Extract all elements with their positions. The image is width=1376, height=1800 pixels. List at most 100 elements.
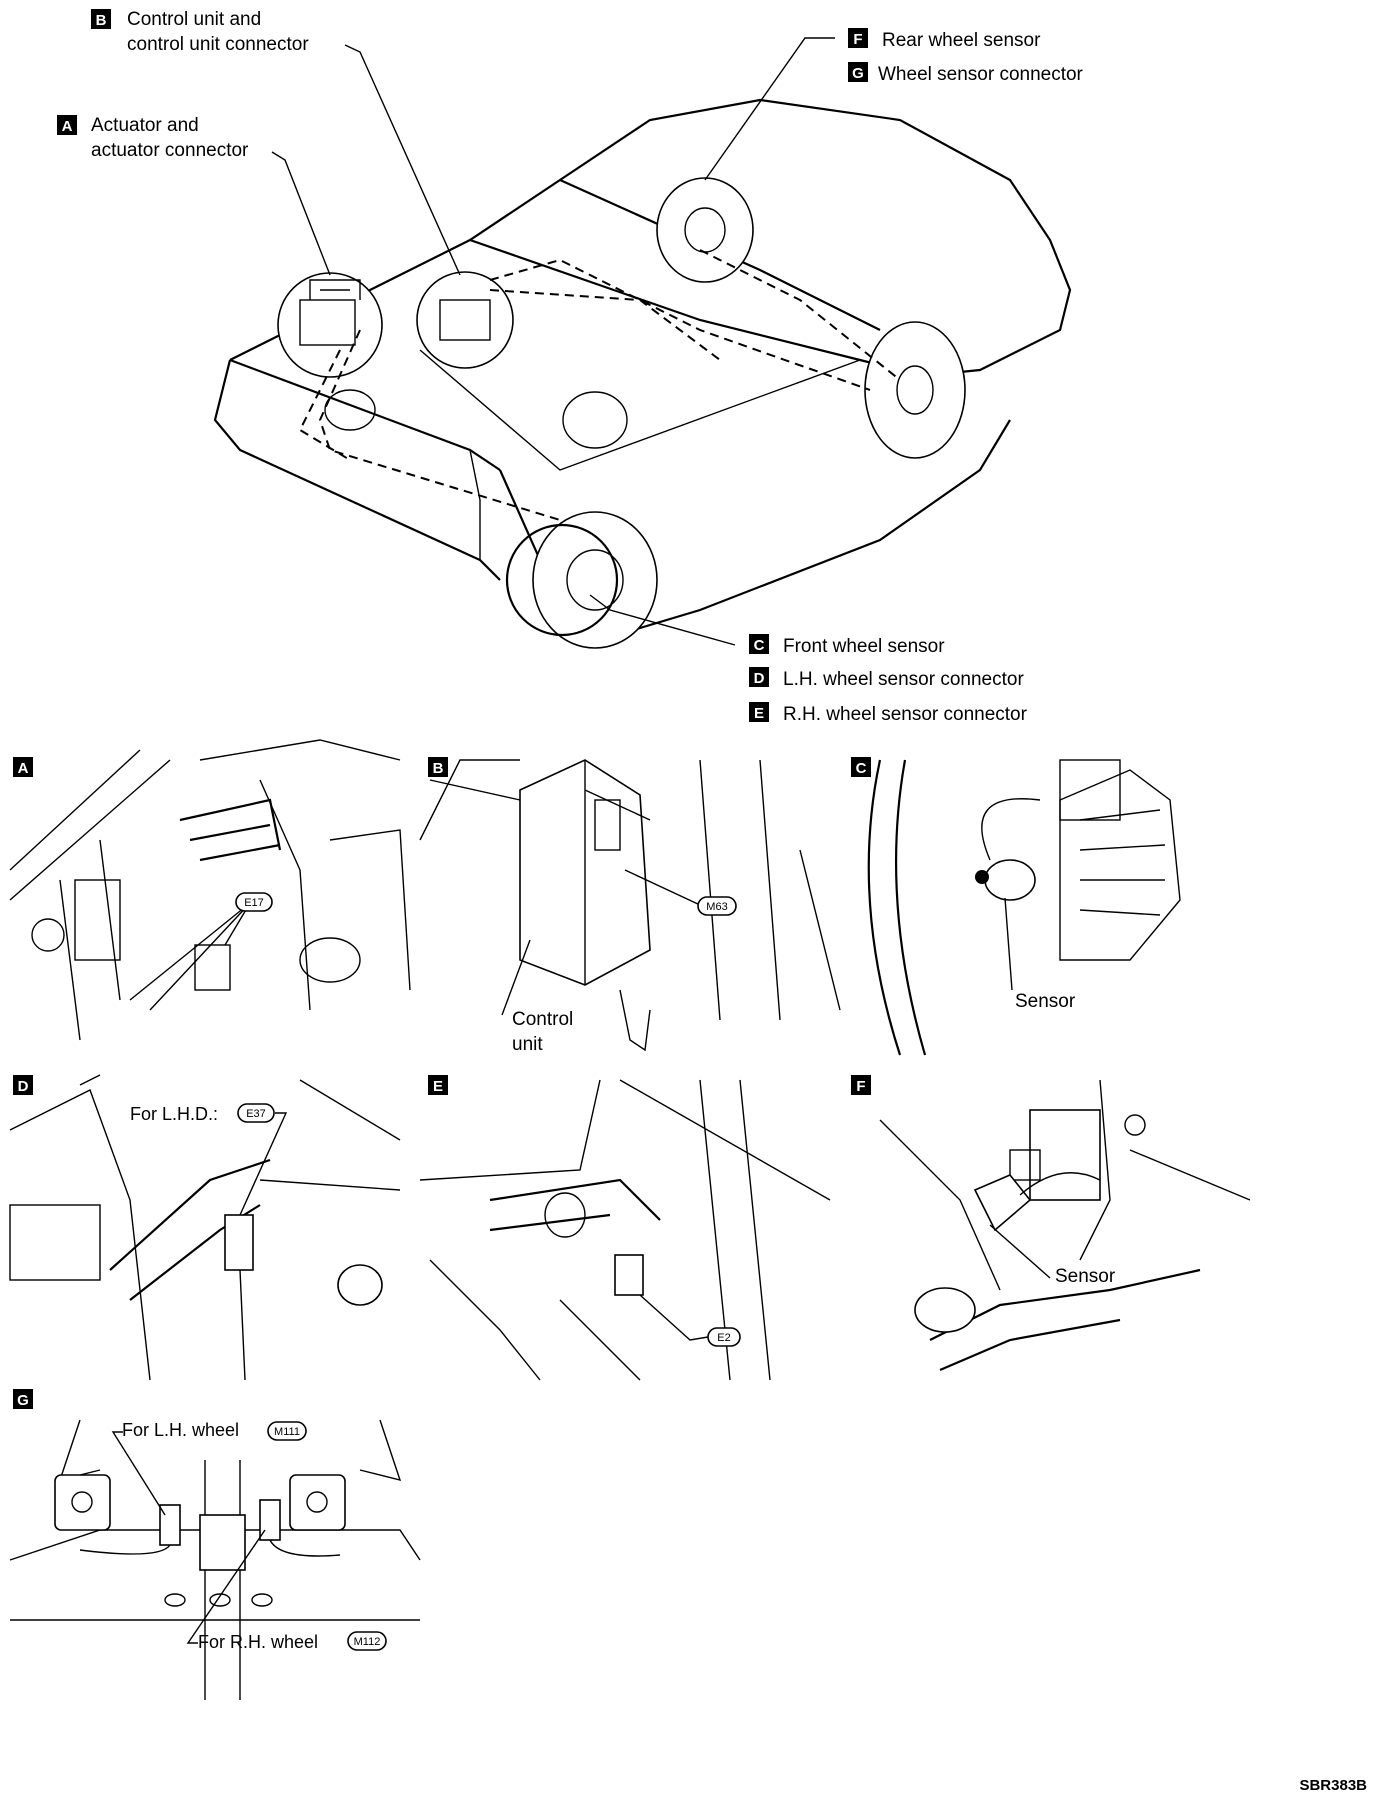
panel-F-bushing bbox=[914, 1287, 976, 1333]
panel-G-lh-leader bbox=[111, 1431, 166, 1516]
panel-G-lh-label: For L.H. wheel bbox=[122, 1420, 239, 1440]
panel-D-grommet bbox=[337, 1264, 383, 1306]
callout-B: B Control unit and control unit connecto… bbox=[91, 9, 309, 55]
car-window-line bbox=[559, 178, 881, 331]
harness-front-left bbox=[318, 329, 561, 521]
panel-B-connector-leader bbox=[624, 869, 701, 906]
control-unit-detail-circle bbox=[416, 271, 514, 369]
harness-mid bbox=[489, 289, 721, 361]
panel-G-rh-label: For R.H. wheel bbox=[198, 1632, 318, 1652]
panel-D-relay-box bbox=[9, 1204, 101, 1281]
callout-badge-D bbox=[749, 667, 769, 687]
leader-front-sensor bbox=[589, 594, 736, 646]
brake-booster bbox=[562, 391, 628, 449]
callout-label-B-line1: Control unit and bbox=[127, 9, 261, 30]
car-overview-illustration bbox=[213, 37, 1072, 649]
panel-D-body-lines bbox=[9, 1074, 401, 1381]
panel-G-rh-connector-code: M112 bbox=[354, 1636, 381, 1648]
panel-E-hose bbox=[489, 1178, 661, 1232]
panel-badge-A bbox=[13, 757, 33, 777]
panel-C-sensor-cable bbox=[981, 798, 1041, 861]
panel-G: G For L.H. wheel M111 For R.H. wheel M11… bbox=[9, 1389, 421, 1700]
callout-label-B-line2: control unit connector bbox=[127, 34, 309, 55]
panel-C-boot-ribs bbox=[1079, 809, 1166, 916]
panel-F-mount bbox=[1009, 1149, 1041, 1181]
panel-E-connector bbox=[614, 1254, 644, 1296]
harness-front-left-2 bbox=[298, 349, 351, 461]
panel-letter-C: C bbox=[856, 760, 867, 777]
panel-F-bolt bbox=[1124, 1114, 1146, 1136]
car-hood-edge bbox=[229, 358, 501, 471]
callout-label-G: Wheel sensor connector bbox=[878, 64, 1084, 85]
panel-letter-D: D bbox=[18, 1078, 29, 1095]
callout-F: F Rear wheel sensor bbox=[848, 28, 1041, 51]
leader-rear-sensor bbox=[704, 37, 835, 181]
panel-B-connector-tag bbox=[697, 896, 737, 916]
callout-letter-D: D bbox=[754, 670, 765, 687]
panel-C-sensor-bolt bbox=[975, 870, 989, 884]
panel-F-hub-carrier bbox=[1029, 1109, 1101, 1201]
panel-A-cap bbox=[31, 918, 65, 952]
harness-rear bbox=[699, 249, 901, 381]
panel-F-body-lines bbox=[879, 1079, 1251, 1291]
callout-letter-G: G bbox=[852, 65, 864, 82]
callout-badge-B bbox=[91, 9, 111, 29]
callout-C: C Front wheel sensor bbox=[749, 634, 945, 657]
panel-B-bracket bbox=[619, 989, 651, 1052]
panel-C-sensor-body bbox=[984, 859, 1036, 901]
callout-label-C: Front wheel sensor bbox=[783, 636, 945, 657]
panel-D-sensor-wire bbox=[239, 1269, 246, 1381]
panel-A-brake-pipes bbox=[179, 798, 282, 862]
control-unit-box bbox=[439, 299, 491, 341]
leader-actuator bbox=[271, 151, 331, 276]
car-front-corner bbox=[469, 449, 481, 560]
callout-A: A Actuator and actuator connector bbox=[57, 115, 249, 161]
panel-badge-D bbox=[13, 1075, 33, 1095]
panel-D-connector-code: E37 bbox=[246, 1108, 266, 1120]
panel-F-sensor-leader bbox=[989, 1224, 1051, 1279]
panel-badge-B bbox=[428, 757, 448, 777]
panel-F-sensor-cable bbox=[1019, 1172, 1101, 1196]
panel-E-connector-tag bbox=[707, 1327, 741, 1347]
actuator-pipes bbox=[309, 279, 361, 300]
callout-E: E R.H. wheel sensor connector bbox=[749, 702, 1028, 725]
panel-E-body-lines bbox=[419, 1079, 831, 1381]
panel-G-sensor-wires bbox=[79, 1539, 341, 1557]
panel-G-rh-leader bbox=[186, 1529, 266, 1644]
panel-F-sensor-label: Sensor bbox=[1055, 1266, 1116, 1287]
panel-badge-C bbox=[851, 757, 871, 777]
callout-badge-A bbox=[57, 115, 77, 135]
car-a-pillar bbox=[559, 119, 651, 181]
callout-label-F: Rear wheel sensor bbox=[882, 30, 1041, 51]
callout-label-D: L.H. wheel sensor connector bbox=[783, 669, 1024, 690]
callout-badge-G bbox=[848, 62, 868, 82]
panel-E-lower-lines bbox=[429, 1259, 641, 1381]
actuator-body bbox=[299, 299, 356, 346]
actuator-detail-circle bbox=[277, 272, 383, 378]
panel-letter-E: E bbox=[433, 1078, 443, 1095]
panel-E: E E2 bbox=[419, 1075, 831, 1381]
callout-label-E: R.H. wheel sensor connector bbox=[783, 704, 1028, 725]
panel-C-strut bbox=[1059, 759, 1121, 821]
front-wheel bbox=[532, 511, 658, 649]
harness-solid bbox=[419, 349, 861, 471]
panel-C-sensor-leader bbox=[1004, 897, 1013, 991]
panel-A-engine-lines bbox=[9, 739, 411, 1041]
panel-D-connector-tag bbox=[237, 1103, 275, 1123]
panel-B-connector-code: M63 bbox=[706, 901, 727, 913]
panel-B: B M63 Control unit bbox=[419, 757, 841, 1055]
panel-A-connector-block bbox=[194, 944, 231, 991]
panel-badge-F bbox=[851, 1075, 871, 1095]
panel-C-brake-rotor bbox=[867, 759, 927, 1056]
panel-E-connector-leader bbox=[639, 1294, 709, 1341]
panel-G-mount-left-bolt bbox=[71, 1491, 93, 1513]
panel-E-hose-clamp bbox=[544, 1192, 586, 1238]
panel-G-bolt-2 bbox=[209, 1593, 231, 1607]
rear-hub-right bbox=[896, 365, 934, 415]
panel-G-lh-connector-tag bbox=[267, 1421, 307, 1441]
panel-B-control-unit-label-2: unit bbox=[512, 1034, 543, 1055]
callout-badge-F bbox=[848, 28, 868, 48]
panel-G-mount-left bbox=[54, 1474, 111, 1531]
